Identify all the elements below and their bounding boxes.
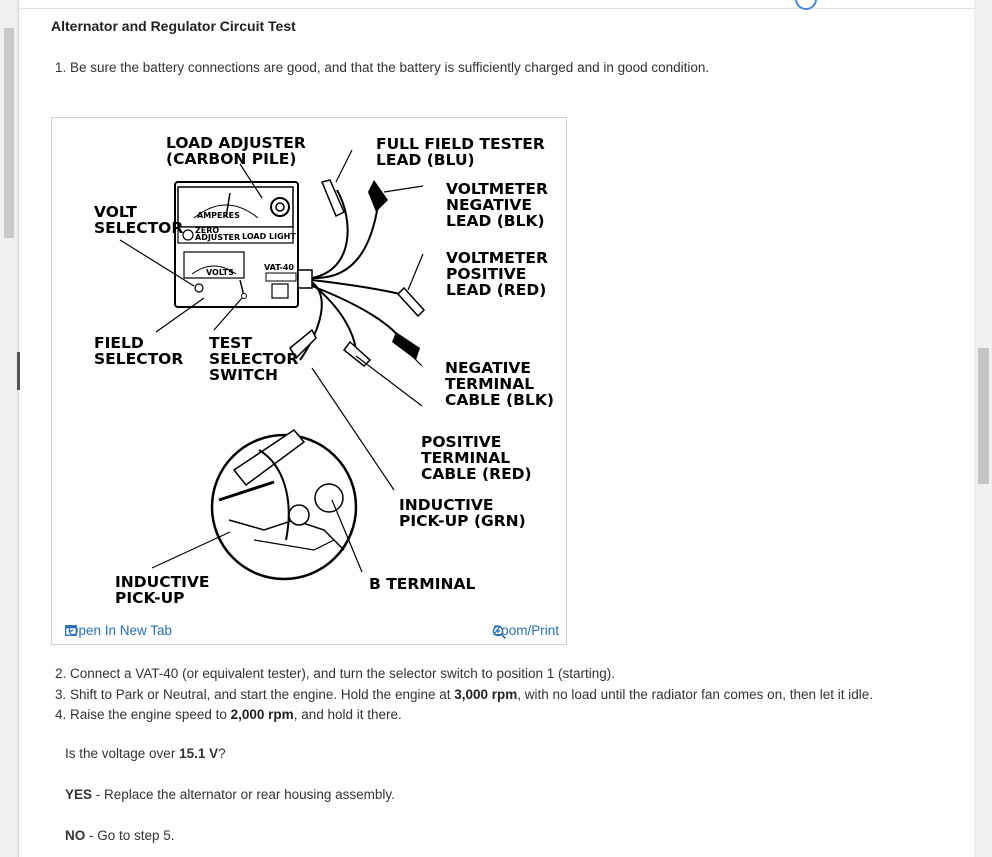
- b-terminal-label: B TERMINAL: [369, 575, 475, 593]
- step-2: 2. Connect a VAT-40 (or equivalent teste…: [55, 666, 616, 681]
- voltmeter: [183, 251, 245, 279]
- yes-label: YES: [65, 787, 93, 802]
- open-in-new-tab-link[interactable]: Open In New Tab: [63, 623, 172, 638]
- test-selector-label: TEST: [209, 334, 252, 352]
- step-3: 3. Shift to Park or Neutral, and start t…: [55, 685, 873, 706]
- load-adjuster-label: LOAD ADJUSTER: [166, 134, 306, 152]
- step-4-text-b: , and hold it there.: [293, 707, 402, 722]
- no-label: NO: [65, 828, 86, 843]
- load-light-text: LOAD LIGHT: [242, 232, 296, 241]
- adjuster-text: ADJUSTER: [195, 233, 240, 242]
- steps-list: 2. Connect a VAT-40 (or equivalent teste…: [55, 664, 873, 726]
- inductive-grn-label-2: PICK-UP (GRN): [399, 512, 526, 530]
- step-4-rpm: 2,000 rpm: [230, 707, 294, 722]
- vat40-text: VAT-40: [264, 263, 294, 272]
- no-answer: NO - Go to step 5.: [65, 828, 175, 843]
- question-mark: ?: [218, 746, 226, 761]
- step-3-rpm: 3,000 rpm: [454, 686, 518, 702]
- volt-selector-label: VOLT: [94, 203, 137, 221]
- full-field-sub: LEAD (BLU): [376, 151, 475, 169]
- vm-neg-label-2: NEGATIVE: [446, 196, 532, 214]
- yes-text: - Replace the alternator or rear housing…: [92, 787, 395, 802]
- field-selector-label-2: SELECTOR: [94, 350, 183, 368]
- inductive-label: INDUCTIVE: [115, 573, 210, 591]
- step-4-text-a: 4. Raise the engine speed to: [55, 707, 231, 722]
- wiring-diagram: AMPERES ZERO ADJUSTER LOAD LIGHT VOLTS V…: [94, 134, 554, 607]
- full-field-label: FULL FIELD TESTER: [376, 135, 545, 153]
- test-selector-label-3: SWITCH: [209, 366, 278, 384]
- right-scrollbar-thumb[interactable]: [978, 348, 989, 484]
- question-text: Is the voltage over: [65, 746, 180, 761]
- neg-terminal-label: NEGATIVE: [445, 359, 531, 377]
- step-3-text-a: 3. Shift to Park or Neutral, and start t…: [55, 686, 455, 702]
- top-rule: [19, 0, 974, 9]
- pos-terminal-label: POSITIVE: [421, 433, 501, 451]
- neg-terminal-label-3: CABLE (BLK): [445, 391, 554, 409]
- field-selector-label: FIELD: [94, 334, 144, 352]
- vm-pos-label-2: POSITIVE: [446, 265, 526, 283]
- left-gutter: [0, 0, 18, 857]
- page-title: Alternator and Regulator Circuit Test: [51, 18, 296, 34]
- left-accent: [17, 352, 20, 390]
- no-text: - Go to step 5.: [85, 828, 175, 843]
- load-adjuster-sub: (CARBON PILE): [166, 150, 296, 168]
- vm-neg-label-3: LEAD (BLK): [446, 212, 545, 230]
- step-1: 1. Be sure the battery connections are g…: [55, 60, 710, 75]
- vm-pos-label: VOLTMETER: [446, 249, 548, 267]
- inductive-label-2: PICK-UP: [115, 589, 185, 607]
- volts-text: VOLTS: [206, 268, 234, 277]
- figure-footer: Open In New Tab Zoom/Print: [52, 618, 566, 644]
- test-selector-label-2: SELECTOR: [209, 350, 298, 368]
- vm-pos-label-3: LEAD (RED): [446, 281, 546, 299]
- step-3-text-b: , with no load until the radiator fan co…: [517, 686, 874, 702]
- zoom-print-label: Zoom/Print: [492, 623, 559, 638]
- pos-terminal-label-2: TERMINAL: [421, 449, 510, 467]
- vm-neg-label: VOLTMETER: [446, 180, 548, 198]
- open-in-new-tab-label: Open In New Tab: [68, 623, 173, 638]
- volt-selector-label-2: SELECTOR: [94, 219, 183, 237]
- content-card: Alternator and Regulator Circuit Test 1.…: [17, 0, 975, 857]
- diagram-figure: AMPERES ZERO ADJUSTER LOAD LIGHT VOLTS V…: [51, 117, 567, 645]
- question-voltage: 15.1 V: [179, 746, 219, 761]
- zoom-print-link[interactable]: Zoom/Print: [490, 623, 559, 640]
- pos-terminal-label-3: CABLE (RED): [421, 465, 532, 483]
- zero-text: ZERO: [195, 226, 219, 235]
- amperes-text: AMPERES: [197, 211, 240, 220]
- voltage-question: Is the voltage over 15.1 V?: [65, 746, 226, 761]
- yes-answer: YES - Replace the alternator or rear hou…: [65, 787, 395, 802]
- step-4: 4. Raise the engine speed to 2,000 rpm, …: [55, 705, 873, 726]
- left-scrollbar[interactable]: [4, 28, 14, 238]
- neg-terminal-label-2: TERMINAL: [445, 375, 534, 393]
- inductive-grn-label: INDUCTIVE: [399, 496, 494, 514]
